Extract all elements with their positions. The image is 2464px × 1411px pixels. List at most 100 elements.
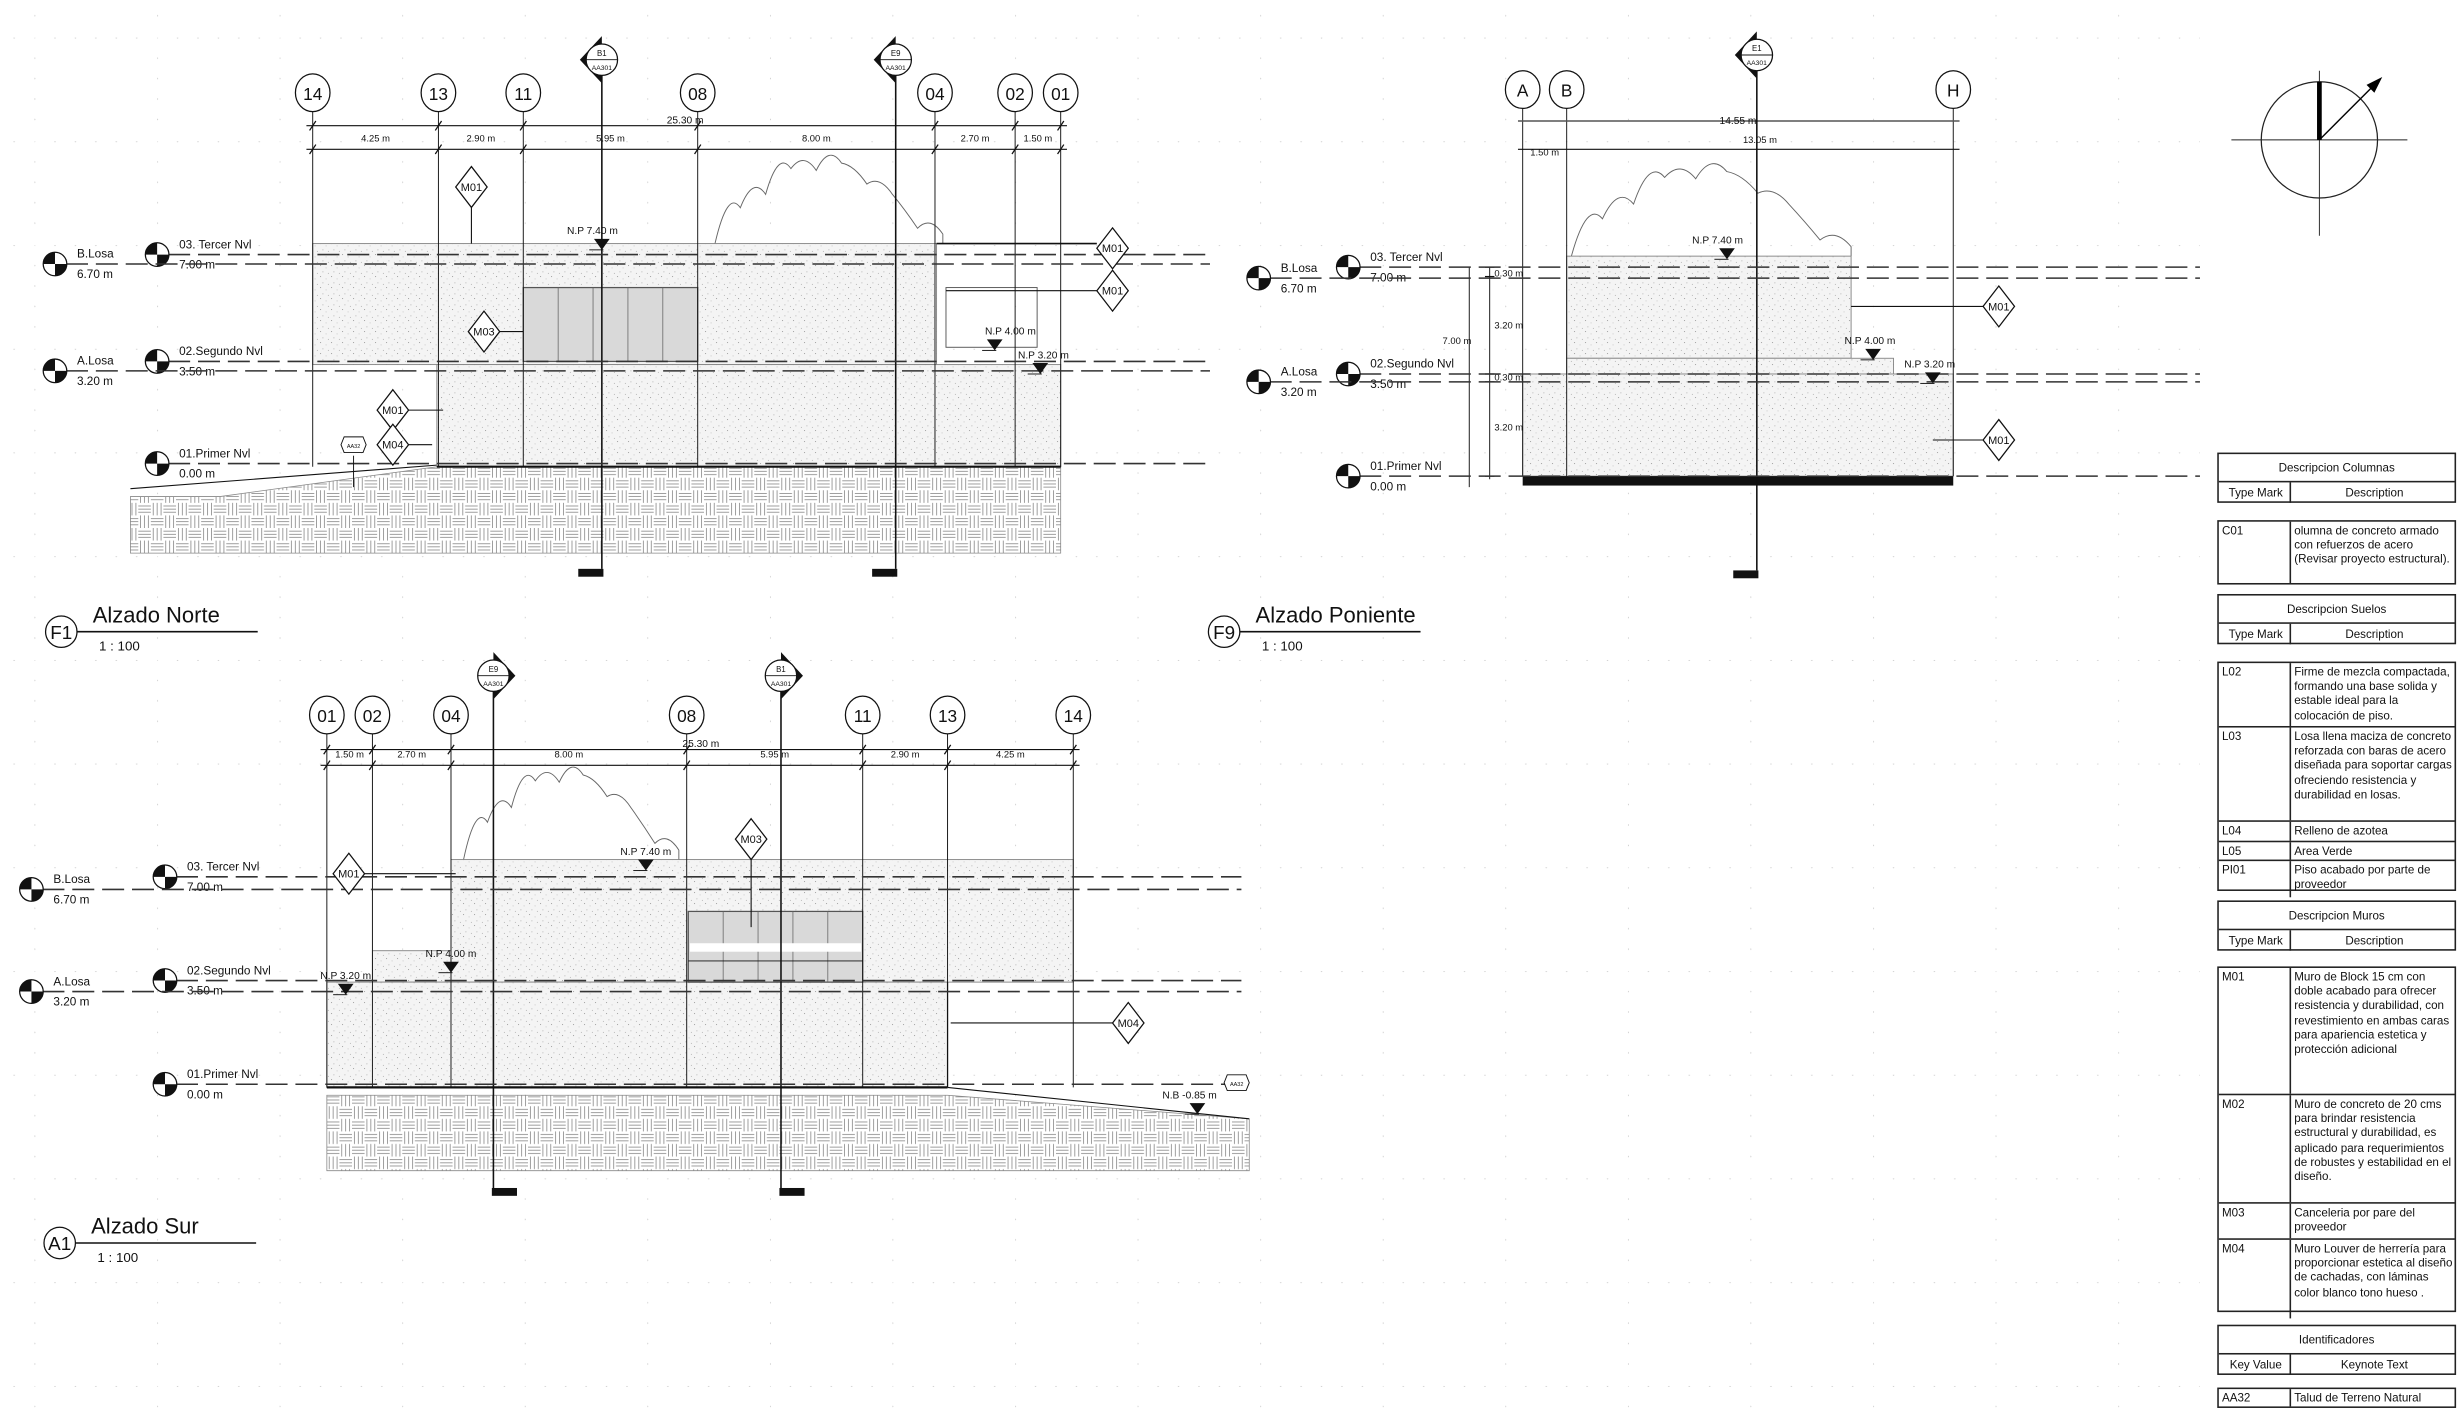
grid-bubble	[917, 73, 953, 113]
vertical-dimension-label: 0.30 m	[1494, 268, 1523, 279]
description: Area Verde	[2294, 843, 2353, 858]
dimension-tick	[1069, 744, 1077, 755]
level-marker: N.P 4.00 m	[426, 949, 476, 974]
level-triangle-icon	[1924, 372, 1941, 384]
level-head-icon	[144, 349, 170, 374]
grid-bubble	[679, 73, 716, 113]
level-triangle-icon	[986, 339, 1003, 351]
level-head-icon	[1335, 361, 1361, 387]
lower-volume	[1522, 373, 1954, 477]
dimension-tick	[931, 144, 939, 155]
level-elevation: 3.50 m	[1370, 378, 1406, 391]
segment-dimension-label: 2.70 m	[961, 132, 990, 143]
grid-line-13: 13	[420, 73, 457, 467]
grid-line-B: B	[1548, 70, 1585, 477]
grid-label: 01	[317, 706, 336, 726]
dimension-tick	[1057, 144, 1065, 155]
dimension-tick	[683, 744, 691, 755]
grid-label: 14	[1064, 706, 1084, 726]
level-name: A.Losa	[53, 975, 90, 988]
wall-type-tag: M03	[734, 817, 768, 928]
dimension-tick	[859, 760, 867, 771]
grid-label: 13	[429, 84, 448, 104]
view-scale: 1 : 100	[99, 639, 140, 654]
level-elevation: 7.00 m	[187, 881, 223, 894]
level-elevation: 6.70 m	[53, 894, 89, 907]
tag-label: M03	[740, 834, 761, 846]
level-marker: N.P 4.00 m	[1845, 336, 1895, 361]
tag-label: M04	[382, 440, 403, 452]
type-mark: L04	[2219, 821, 2292, 841]
window-m03	[687, 910, 864, 983]
grid-label: B	[1561, 81, 1573, 101]
grid-label: 01	[1051, 84, 1070, 104]
dimension-tick	[519, 144, 527, 155]
grid-bubble	[844, 695, 881, 735]
grid-line-14: 14	[1055, 695, 1092, 1088]
level-marker-label: N.P 4.00 m	[985, 327, 1036, 338]
column-header: Type Mark	[2219, 930, 2292, 951]
grid-bubble	[308, 695, 345, 735]
tag-label: M01	[1988, 435, 2009, 447]
segment-dimension-label: 1.50 m	[1530, 147, 1559, 158]
tag-label: M01	[461, 182, 482, 194]
section-end-mark	[779, 1187, 805, 1196]
description: Canceleria por pare del proveedor	[2294, 1205, 2415, 1234]
wall-type-tag: M01	[945, 269, 1130, 313]
level-marker: N.P 3.20 m	[320, 971, 371, 996]
keynote-tag: AA32	[1223, 1074, 1250, 1092]
level-triangle-icon	[337, 983, 354, 995]
level-elevation: 7.00 m	[1370, 271, 1406, 284]
dimension-tick	[694, 144, 702, 155]
wall-type-tag: M01	[1096, 226, 1130, 270]
segment-dimension-label: 1.50 m	[335, 748, 364, 759]
level-marker: N.P 3.20 m	[1018, 350, 1069, 375]
view-name: Alzado Poniente	[1256, 602, 1416, 627]
segment-dimension-label: 2.70 m	[397, 748, 426, 759]
grid-line-08: 08	[668, 695, 705, 1088]
description: Muro Louver de herrería para proporciona…	[2294, 1241, 2453, 1299]
level-elevation: 3.20 m	[1281, 386, 1317, 399]
type-mark: PI01	[2219, 861, 2292, 898]
keynote-label: AA32	[347, 444, 360, 450]
dimension-tick	[683, 760, 691, 771]
view-scale: 1 : 100	[1262, 639, 1303, 654]
vertical-dimension-label: 7.00 m	[1443, 335, 1472, 346]
grid-bubble	[505, 73, 542, 113]
section-sheet: AA301	[886, 65, 907, 72]
column-header: Description	[2345, 626, 2404, 642]
grid-label: 11	[854, 706, 872, 726]
level-elevation: 3.20 m	[77, 375, 113, 388]
dimension-tick	[694, 120, 702, 131]
tag-label: M01	[1102, 243, 1123, 255]
north-arrow-icon	[2231, 70, 2408, 236]
column-header: Type Mark	[2219, 482, 2292, 503]
level-name: B.Losa	[77, 248, 114, 261]
dimension-tick	[323, 744, 331, 755]
level-triangle-icon	[1189, 1103, 1206, 1115]
level-name: 01.Primer Nvl	[179, 447, 250, 460]
type-mark: M01	[2219, 967, 2292, 1094]
dimension-tick	[1069, 760, 1077, 771]
dimension-tick	[434, 120, 443, 131]
wall-type-tag: M01	[1932, 418, 2016, 462]
grid-line-14: 14	[294, 73, 331, 467]
total-dimension-label: 25.30 m	[682, 739, 719, 750]
level-head-icon	[1335, 463, 1361, 489]
dimension-tick	[943, 760, 952, 771]
wall-type-tag: M04	[376, 423, 433, 467]
schedule-title: Identificadores	[2218, 1326, 2455, 1355]
